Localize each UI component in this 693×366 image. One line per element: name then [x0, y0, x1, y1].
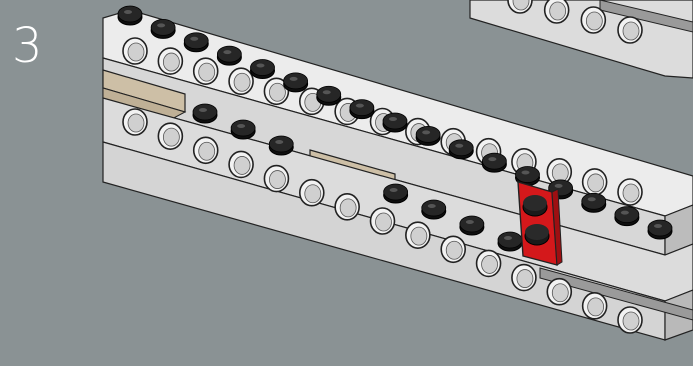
- background-beam-top-right: [470, 0, 693, 78]
- red-plate-highlight: [518, 182, 562, 265]
- step-number: 3: [12, 22, 43, 70]
